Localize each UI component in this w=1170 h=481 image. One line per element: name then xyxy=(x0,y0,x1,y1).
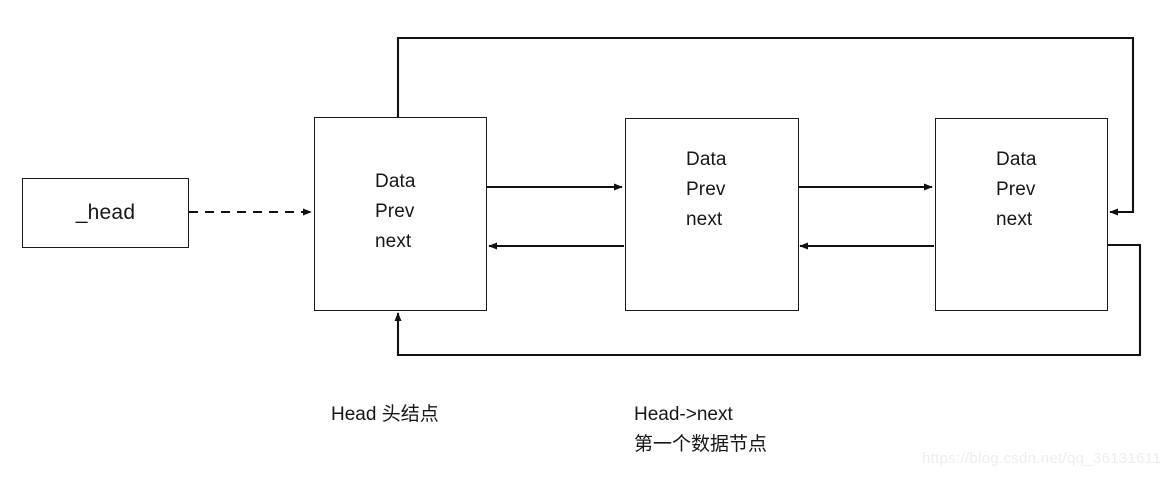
node-fields-3: Data Prev next xyxy=(996,149,1037,230)
caption-head-node: Head 头结点 xyxy=(331,404,439,425)
watermark-text: https://blog.csdn.net/qq_36131611 xyxy=(922,450,1161,467)
node-box-1 xyxy=(314,117,487,311)
node-fields-1: Data Prev next xyxy=(375,171,416,252)
node-box-3 xyxy=(935,118,1108,311)
node-box-2 xyxy=(625,118,799,311)
circular-prev-wrap-node1-to-node3 xyxy=(396,36,1135,216)
head-pointer-box: _head xyxy=(22,178,189,248)
caption-first-data-node: Head->next 第一个数据节点 xyxy=(634,404,768,455)
node-fields-2: Data Prev next xyxy=(686,149,727,230)
circular-next-wrap-node3-to-node1 xyxy=(394,243,1142,357)
head-pointer-label: _head xyxy=(75,201,136,224)
